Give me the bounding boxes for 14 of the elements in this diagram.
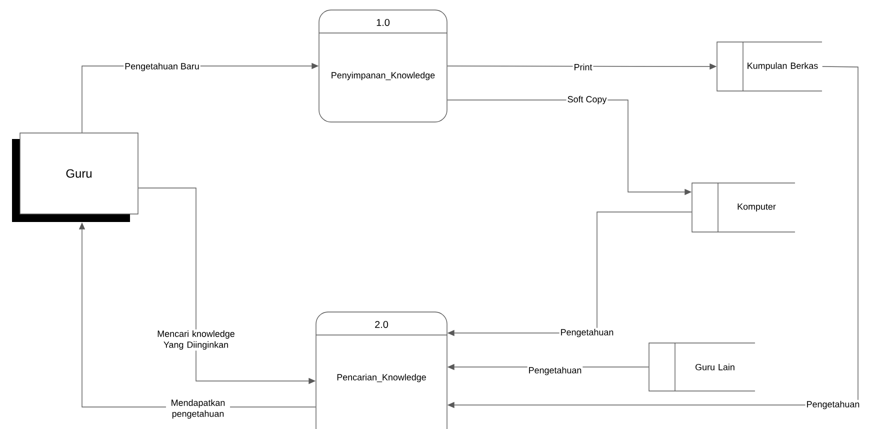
data-store-box: Komputer <box>692 182 796 232</box>
edge-label: Pengetahuan <box>559 328 615 338</box>
external-entity-box: Guru <box>12 132 138 222</box>
edge-label: Mendapatkan pengetahuan <box>166 398 230 420</box>
edge-label: Pengetahuan <box>805 400 861 410</box>
process-box: 2.0 Pencarian_Knowledge <box>316 312 448 429</box>
data-store-box: Guru Lain <box>648 342 756 392</box>
edge-label: Pengetahuan Baru <box>124 62 200 72</box>
edge-label: Print <box>572 62 594 72</box>
process-box: 1.0 Penyimpanan_Knowledge <box>318 10 448 122</box>
edge-label: Soft Copy <box>566 94 608 106</box>
edge-label: Mencari knowledge Yang Diinginkan <box>149 329 243 351</box>
data-store-box: Kumpulan Berkas <box>716 42 822 92</box>
edge-label: Pengetahuan <box>527 366 583 376</box>
